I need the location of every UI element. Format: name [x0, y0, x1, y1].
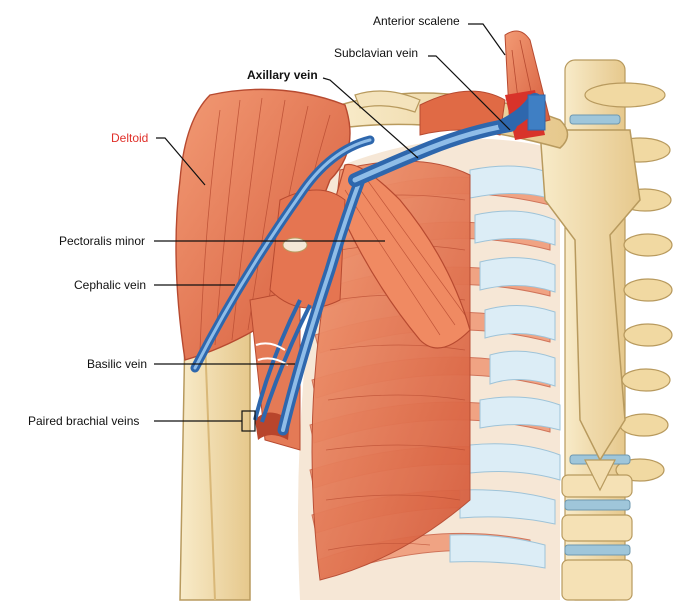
coracoid-process [282, 237, 308, 253]
leader-deltoid [156, 137, 206, 186]
label-paired-brachial-veins: Paired brachial veins [28, 414, 140, 428]
brachial-veins-box [241, 410, 256, 432]
leader-anterior-scalene [468, 23, 506, 56]
label-axillary-vein: Axillary vein [247, 68, 318, 82]
pectoralis-minor-muscle [334, 163, 471, 349]
leader-lines [154, 23, 511, 422]
label-cephalic-vein: Cephalic vein [74, 278, 147, 292]
sternum [539, 129, 641, 492]
label-deltoid: Deltoid [111, 131, 149, 145]
internal-jugular-vein [527, 94, 546, 131]
leader-subclavian-vein [428, 55, 511, 131]
label-anterior-scalene: Anterior scalene [373, 14, 460, 28]
humerus [179, 314, 251, 601]
leader-axillary-vein [322, 77, 419, 159]
veins [190, 93, 546, 436]
label-subclavian-vein: Subclavian vein [334, 46, 419, 60]
label-pectoralis-minor: Pectoralis minor [59, 234, 146, 248]
label-basilic-vein: Basilic vein [87, 357, 148, 371]
